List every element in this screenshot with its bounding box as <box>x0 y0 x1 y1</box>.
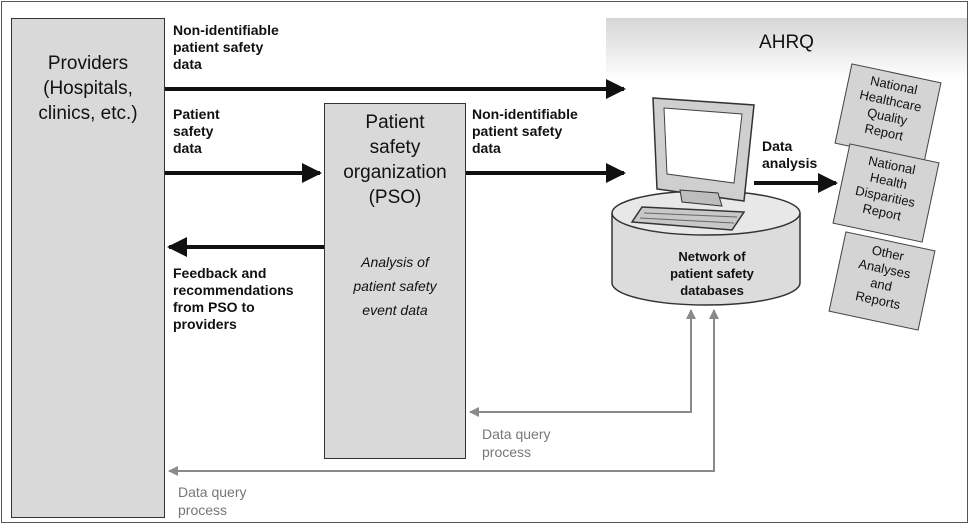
ahrq-band: AHRQ <box>606 18 967 80</box>
ahrq-title: AHRQ <box>759 32 814 53</box>
query-line-pso <box>469 309 696 417</box>
pso-title: Patient safety organization (PSO) <box>343 112 447 208</box>
label-pso-to-ahrq: Non-identifiable patient safety data <box>472 106 578 156</box>
label-providers-to-ahrq: Non-identifiable patient safety data <box>173 22 279 72</box>
database-label: Network of patient safety databases <box>670 249 754 298</box>
providers-label: Providers (Hospitals, clinics, etc.) <box>38 53 138 124</box>
providers-box: Providers (Hospitals, clinics, etc.) <box>11 18 165 518</box>
computer-icon <box>630 97 755 231</box>
label-query-providers: Data query process <box>178 484 247 518</box>
label-providers-to-pso: Patient safety data <box>173 106 220 156</box>
label-query-pso: Data query process <box>482 426 551 460</box>
label-data-analysis: Data analysis <box>762 138 818 171</box>
query-line-providers <box>168 309 719 476</box>
label-feedback: Feedback and recommendations from PSO to… <box>173 265 294 332</box>
